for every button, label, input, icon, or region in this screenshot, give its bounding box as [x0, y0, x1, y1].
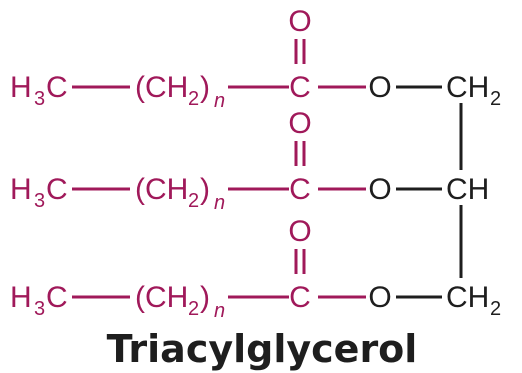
chain-open: (CH: [135, 71, 188, 104]
methyl-subscript: 3: [34, 298, 45, 320]
caption-title: Triacylglycerol: [107, 327, 418, 371]
ester-oxygen: O: [368, 173, 391, 206]
methyl-h: H: [10, 173, 32, 206]
glycerol-carbon: CH: [446, 281, 489, 314]
carbonyl-carbon: C: [289, 173, 311, 206]
methyl-c: C: [46, 281, 68, 314]
chain-open: (CH: [135, 281, 188, 314]
chain-n: n: [214, 192, 225, 214]
methyl-h: H: [10, 71, 32, 104]
chain-n: n: [214, 90, 225, 112]
methyl-c: C: [46, 71, 68, 104]
carbonyl-carbon: C: [289, 281, 311, 314]
chain-subscript: 2: [188, 190, 199, 212]
methyl-h: H: [10, 281, 32, 314]
chain-subscript: 2: [188, 88, 199, 110]
chain-close: ): [200, 173, 210, 206]
carbonyl-oxygen: O: [288, 107, 311, 140]
carbonyl-oxygen: O: [288, 5, 311, 38]
carbonyl-oxygen: O: [288, 215, 311, 248]
ester-oxygen: O: [368, 71, 391, 104]
chain-close: ): [200, 71, 210, 104]
glycerol-carbon: CH: [446, 173, 489, 206]
ester-oxygen: O: [368, 281, 391, 314]
glycerol-subscript: 2: [490, 88, 501, 110]
methyl-subscript: 3: [34, 88, 45, 110]
methyl-subscript: 3: [34, 190, 45, 212]
chain-n: n: [214, 300, 225, 322]
chain-open: (CH: [135, 173, 188, 206]
chain-close: ): [200, 281, 210, 314]
carbonyl-carbon: C: [289, 71, 311, 104]
glycerol-carbon: CH: [446, 71, 489, 104]
methyl-c: C: [46, 173, 68, 206]
glycerol-subscript: 2: [490, 298, 501, 320]
chain-subscript: 2: [188, 298, 199, 320]
